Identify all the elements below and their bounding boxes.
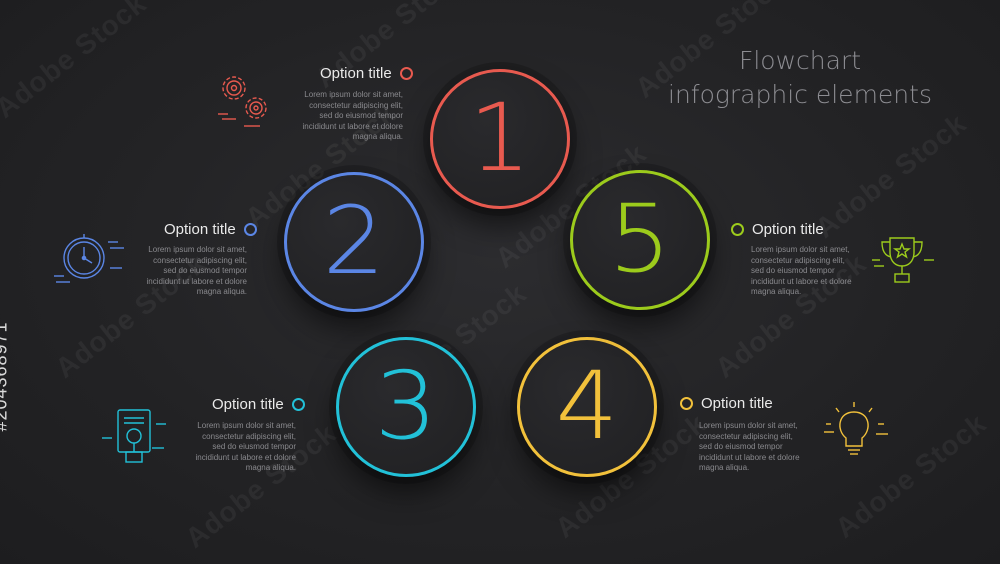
step-4-number: 4 [555,352,619,461]
watermark: Adobe Stock [809,107,973,244]
step-1-circle[interactable]: 1 [430,69,570,209]
step-4-title: Option title [701,395,773,412]
step-4-body: Lorem ipsum dolor sit amet, consectetur … [699,421,800,472]
step-4-option: Option title [680,395,773,412]
step-2-circle[interactable]: 2 [284,172,424,312]
gears-icon [214,68,278,137]
step-3-title: Option title [212,396,284,413]
step-2-option: Option title [164,221,257,238]
step-2-title: Option title [164,221,236,238]
step-3-circle[interactable]: 3 [336,337,476,477]
trophy-icon [870,230,936,299]
step-5-title: Option title [752,221,824,238]
step-4-circle[interactable]: 4 [517,337,657,477]
step-1-dot [399,67,413,80]
step-5-circle[interactable]: 5 [570,170,710,310]
clock-icon [52,228,128,293]
step-3-body: Lorem ipsum dolor sit amet, consectetur … [195,421,296,472]
step-5-option: Option title [731,221,824,238]
step-5-number: 5 [608,185,672,294]
step-2-number: 2 [322,187,386,296]
step-4-dot [680,397,693,410]
headline-line-1: Flowchart [738,46,862,75]
step-1-option: Option title [320,65,413,82]
headline: Flowchart infographic elements [640,44,960,112]
stock-id: #204368971 [0,321,11,432]
step-3-number: 3 [374,352,438,461]
watermark: Adobe Stock [0,0,153,124]
document-search-icon [100,404,170,473]
step-2-body: Lorem ipsum dolor sit amet, consectetur … [146,245,247,296]
step-1-title: Option title [320,65,392,82]
step-3-dot [291,398,305,411]
step-3-option: Option title [212,396,305,413]
step-1-body: Lorem ipsum dolor sit amet, consectetur … [302,90,403,141]
step-2-dot [243,223,257,236]
lightbulb-icon [822,400,892,469]
step-1-number: 1 [468,84,532,193]
step-5-body: Lorem ipsum dolor sit amet, consectetur … [751,245,852,296]
step-5-dot [731,223,744,236]
headline-line-2: infographic elements [668,80,932,109]
